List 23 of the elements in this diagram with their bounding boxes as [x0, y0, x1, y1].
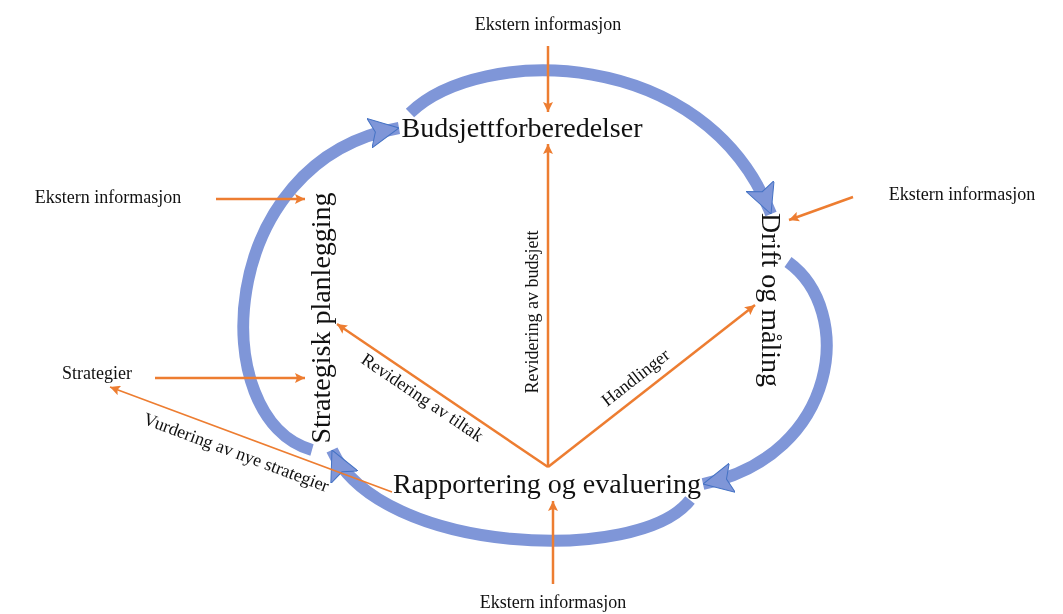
curved-arrow — [406, 64, 777, 217]
arrow — [336, 322, 549, 469]
input-label: Ekstern informasjon — [34, 188, 182, 208]
input-label: Strategier — [62, 364, 132, 384]
input-label: Ekstern informasjon — [888, 185, 1036, 205]
stage-label: Budsjettforberedelser — [401, 112, 643, 144]
edge-label: Revidering av budsjett — [523, 230, 543, 394]
arrow — [543, 144, 553, 467]
input-label: Ekstern informasjon — [474, 15, 622, 35]
curved-arrow — [701, 257, 833, 491]
input-label: Ekstern informasjon — [479, 593, 627, 613]
arrow — [543, 46, 553, 112]
curved-arrow — [327, 446, 694, 547]
arrow — [788, 195, 854, 222]
curved-arrow — [237, 121, 401, 456]
arrow — [547, 304, 756, 468]
arrow — [155, 373, 305, 383]
stage-label: Drift og måling — [755, 212, 787, 388]
stage-label: Strategisk planlegging — [305, 192, 337, 444]
arrow — [109, 385, 393, 493]
arrow — [216, 194, 305, 204]
arrow — [548, 501, 558, 584]
stage-label: Rapportering og evaluering — [393, 468, 701, 500]
